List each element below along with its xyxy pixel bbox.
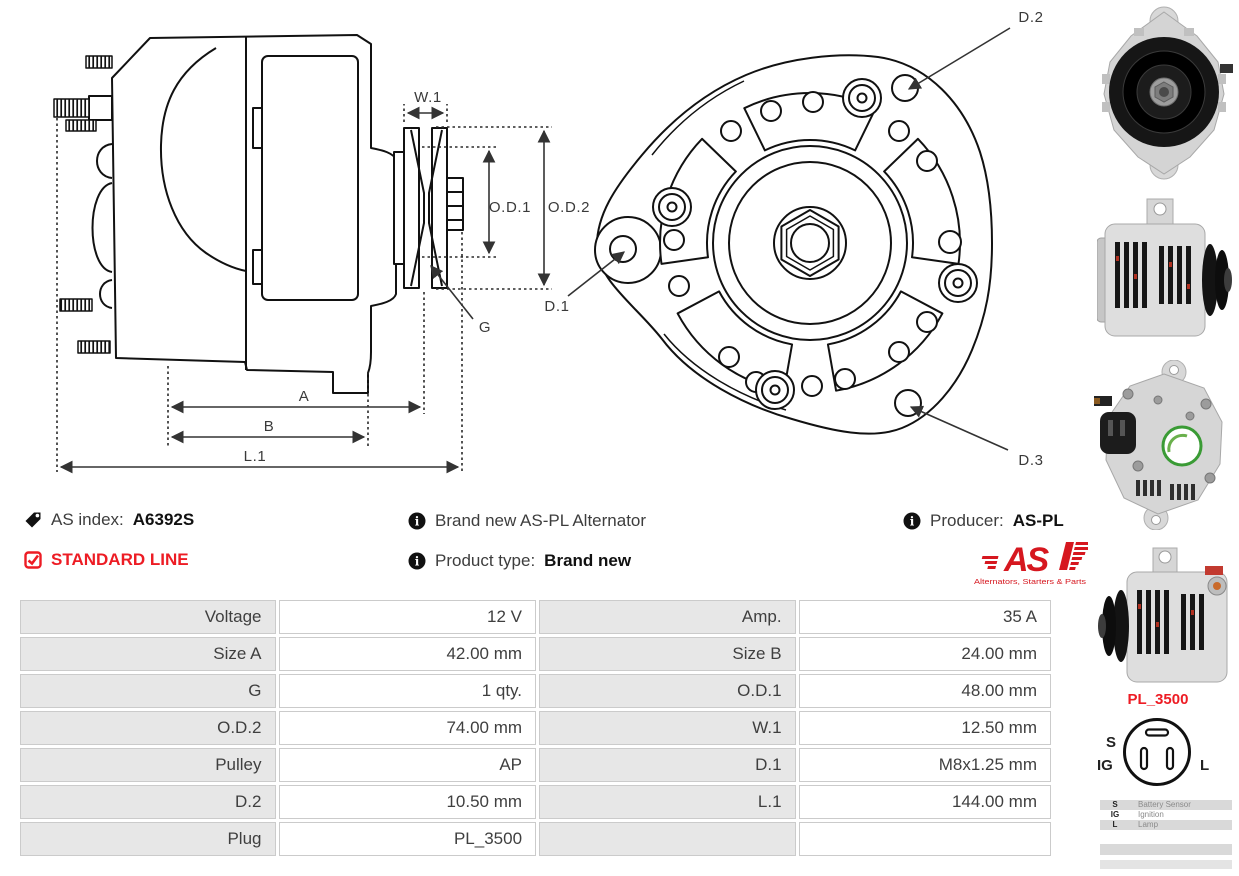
spec-label: W.1: [539, 711, 796, 745]
as-pl-logo: AS Alternators, Starters & Parts: [972, 534, 1088, 586]
legend-row: L Lamp: [1100, 820, 1232, 830]
spec-row: Plug PL_3500: [20, 822, 1051, 856]
plug-name: PL_3500: [1127, 691, 1189, 708]
brand-new-row: i Brand new AS-PL Alternator: [408, 509, 646, 533]
spec-row: Size A 42.00 mm Size B 24.00 mm: [20, 637, 1051, 671]
spec-value: 24.00 mm: [798, 637, 1051, 671]
legend-row: S Battery Sensor: [1100, 800, 1232, 810]
product-type-row: i Product type: Brand new: [408, 549, 631, 573]
dim-label-w1: W.1: [414, 89, 442, 106]
producer-label: Producer:: [930, 511, 1004, 530]
spec-value: 144.00 mm: [798, 785, 1051, 819]
product-photo-front: [1094, 4, 1234, 182]
dim-label-a: A: [298, 388, 310, 405]
photo-rear-graphic: [1094, 360, 1223, 530]
legend-row: IG Ignition: [1100, 810, 1232, 820]
spec-value: 12 V: [278, 600, 537, 634]
as-index-value: A6392S: [132, 510, 195, 529]
tag-icon: [24, 511, 42, 529]
plug-pin-l-label: L: [1200, 757, 1210, 774]
spec-row: Pulley AP D.1 M8x1.25 mm: [20, 748, 1051, 782]
spec-value: 35 A: [798, 600, 1051, 634]
legend-desc: Battery Sensor: [1138, 800, 1191, 809]
spec-value: 10.50 mm: [278, 785, 537, 819]
spec-label: Size B: [539, 637, 796, 671]
legend-empty-row: [1100, 844, 1232, 855]
legend-pin: L: [1112, 820, 1118, 829]
legend-desc: Lamp: [1138, 820, 1159, 829]
spec-row: D.2 10.50 mm L.1 144.00 mm: [20, 785, 1051, 819]
as-index-row: AS index: A6392S: [24, 508, 194, 532]
producer-row: i Producer: AS-PL: [903, 509, 1064, 533]
spec-label: D.1: [539, 748, 796, 782]
spec-label: D.2: [20, 785, 276, 819]
photo-side-right-graphic: [1097, 198, 1232, 337]
spec-value: 48.00 mm: [798, 674, 1051, 708]
dim-label-d1: D.1: [544, 298, 570, 315]
spec-table: Voltage 12 V Amp. 35 A Size A 42.00 mm S…: [17, 597, 1054, 859]
spec-label: O.D.1: [539, 674, 796, 708]
spec-value: 42.00 mm: [278, 637, 537, 671]
alternator-front-view-drawing: [567, 27, 1011, 451]
dim-label-od2: O.D.2: [547, 199, 591, 216]
spec-value: 74.00 mm: [278, 711, 537, 745]
plug-legend: S Battery Sensor IG Ignition L Lamp: [1100, 800, 1232, 869]
svg-text:i: i: [910, 514, 915, 528]
as-index-label: AS index:: [51, 510, 124, 529]
spec-label: [539, 822, 796, 856]
spec-label: Size A: [20, 637, 276, 671]
plug-pin-s-label: S: [1106, 734, 1117, 751]
plug-pin-ig-label: IG: [1097, 757, 1113, 774]
info-icon: i: [408, 512, 426, 530]
spec-row: G 1 qty. O.D.1 48.00 mm: [20, 674, 1051, 708]
spec-row: O.D.2 74.00 mm W.1 12.50 mm: [20, 711, 1051, 745]
product-photo-rear: [1094, 360, 1234, 530]
spec-label: Voltage: [20, 600, 276, 634]
photo-side-left-graphic: [1098, 547, 1228, 683]
spec-label: L.1: [539, 785, 796, 819]
legend-empty-row: [1100, 860, 1232, 869]
spec-label: Plug: [20, 822, 276, 856]
spec-value: [798, 822, 1051, 856]
svg-text:i: i: [415, 514, 420, 528]
spec-value: AP: [278, 748, 537, 782]
standard-line-badge: STANDARD LINE: [51, 550, 189, 569]
logo-tagline: Alternators, Starters & Parts: [974, 577, 1086, 586]
product-photo-side-left: [1093, 546, 1235, 694]
spec-label: Pulley: [20, 748, 276, 782]
info-icon: i: [903, 512, 921, 530]
spec-label: G: [20, 674, 276, 708]
spec-value: 1 qty.: [278, 674, 537, 708]
legend-desc: Ignition: [1138, 810, 1164, 819]
spec-value: 12.50 mm: [798, 711, 1051, 745]
product-line-row: STANDARD LINE: [24, 548, 189, 572]
producer-value: AS-PL: [1012, 511, 1064, 530]
info-icon: i: [408, 552, 426, 570]
dim-label-d3: D.3: [1018, 452, 1044, 469]
legend-pin: IG: [1110, 810, 1120, 819]
product-type-label: Product type:: [435, 551, 536, 570]
product-photo-side-right: [1097, 196, 1233, 346]
dim-label-g: G: [478, 319, 492, 336]
dim-label-l1: L.1: [243, 448, 267, 465]
spec-value: PL_3500: [278, 822, 537, 856]
logo-as-text: AS: [1003, 541, 1050, 579]
spec-label: Amp.: [539, 600, 796, 634]
product-type-value: Brand new: [544, 551, 632, 570]
svg-text:i: i: [415, 554, 420, 568]
dim-label-b: B: [263, 418, 275, 435]
spec-value: M8x1.25 mm: [798, 748, 1051, 782]
alternator-side-view-drawing: [53, 34, 552, 474]
dim-label-od1: O.D.1: [488, 199, 532, 216]
spec-label: O.D.2: [20, 711, 276, 745]
brand-new-text: Brand new AS-PL Alternator: [435, 511, 647, 530]
checkbox-checked-icon: [24, 551, 42, 569]
photo-front-graphic: [1102, 6, 1233, 180]
legend-pin: S: [1112, 800, 1118, 809]
spec-row: Voltage 12 V Amp. 35 A: [20, 600, 1051, 634]
dim-label-d2: D.2: [1018, 9, 1044, 26]
plug-pinout-diagram: [1123, 718, 1191, 786]
